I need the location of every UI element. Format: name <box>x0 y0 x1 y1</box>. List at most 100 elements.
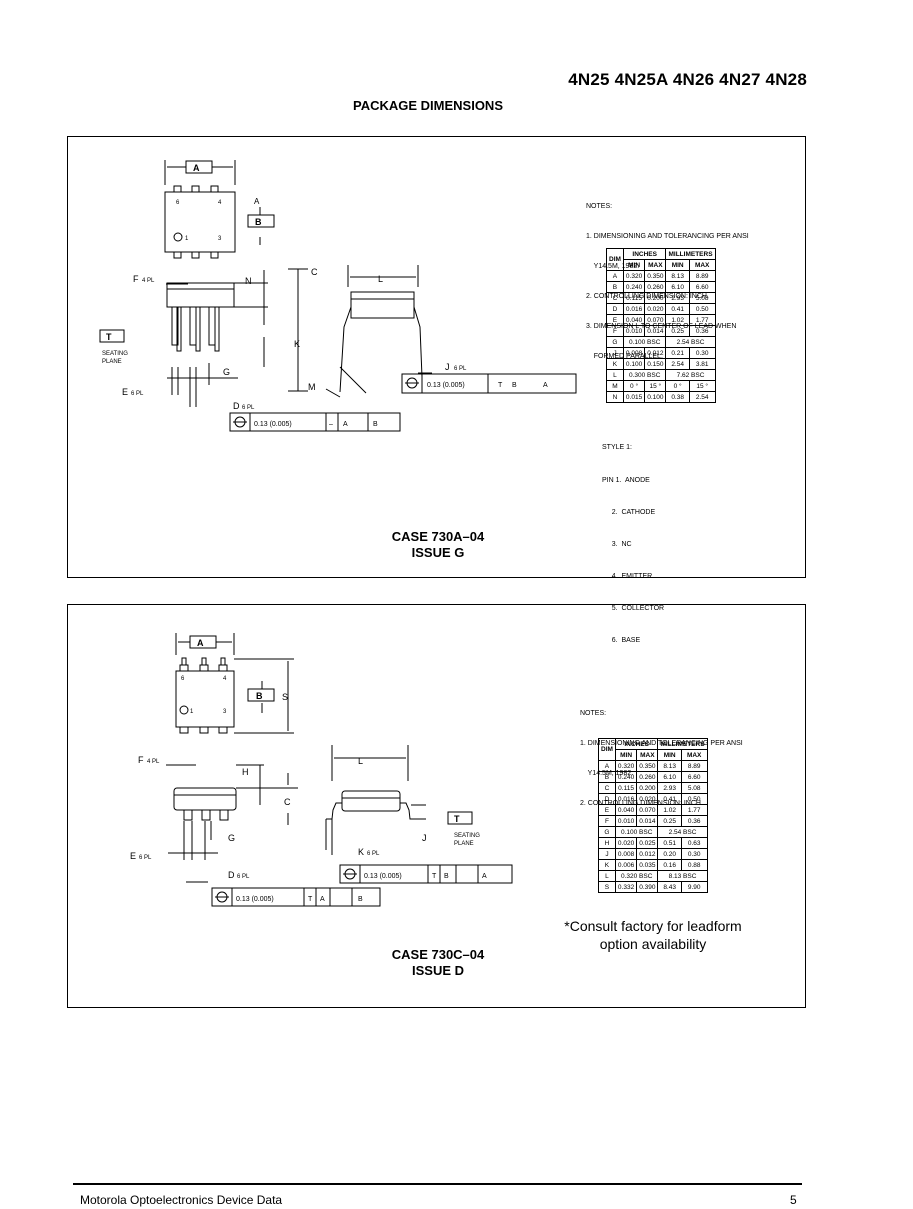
section-title: PACKAGE DIMENSIONS <box>353 98 503 113</box>
table-cell: J <box>598 848 616 860</box>
note-line: 1. DIMENSIONING AND TOLERANCING PER ANSI <box>586 233 749 240</box>
table-cell: 0.50 <box>680 793 708 805</box>
table-cell: 0.88 <box>680 859 708 871</box>
table-header-millimeters: MILLIMETERS <box>657 738 708 750</box>
table-cell: 0.012 <box>636 848 659 860</box>
table-cell: 1.77 <box>688 314 716 326</box>
pin-item: 6. BASE <box>602 637 641 645</box>
table-cell: 0.25 <box>665 325 690 337</box>
fcf-d-datum-b: B <box>373 421 378 428</box>
table-cell: 0.100 BSC <box>622 336 667 348</box>
seating-label-2: PLANE <box>102 359 122 365</box>
dim-f-count: 4 PL <box>142 278 155 284</box>
case-730c-dimension-table: DIM INCHES MILLIMETERS MIN MAX MIN MAX A… <box>598 738 708 893</box>
table-cell: M <box>606 380 624 392</box>
table-cell: 0.51 <box>657 837 682 849</box>
note-line: NOTES: <box>580 710 607 717</box>
dim-f-label: F <box>138 755 144 765</box>
dim-e-count: 6 PL <box>131 391 144 397</box>
table-cell: 0.100 <box>644 391 667 403</box>
table-cell: 0.010 <box>614 815 638 827</box>
table-header-max: MAX <box>680 749 708 761</box>
datum-b-label: B <box>255 217 262 227</box>
table-cell: E <box>598 804 616 816</box>
dim-f-count: 4 PL <box>147 759 160 765</box>
table-cell: 8.89 <box>688 270 716 282</box>
table-cell: 5.08 <box>680 782 708 794</box>
table-cell: 0.240 <box>614 771 638 783</box>
table-header-max: MAX <box>688 259 716 271</box>
table-cell: 7.62 BSC <box>665 369 716 381</box>
table-cell: 0.100 <box>622 358 646 370</box>
table-cell: 0.50 <box>688 303 716 315</box>
pin-3-label: 3 <box>218 236 222 242</box>
table-cell: L <box>598 870 616 882</box>
dim-g-label: G <box>223 367 230 377</box>
seating-label-1: SEATING <box>454 833 480 839</box>
table-cell: 0.30 <box>680 848 708 860</box>
case-number: CASE 730A–04 <box>391 529 485 544</box>
table-cell: 0.25 <box>657 815 682 827</box>
leadform-note: *Consult factory for leadform option ava… <box>538 917 768 953</box>
dim-e-count: 6 PL <box>139 855 152 861</box>
case-730a-panel: A B A T SEATING PLANE F 4 PL E 6 PL G D … <box>67 136 806 644</box>
dim-s-label: S <box>282 692 288 702</box>
fcf-k-datum-a: A <box>482 873 487 880</box>
table-cell: E <box>606 314 624 326</box>
table-cell: 0.014 <box>644 325 667 337</box>
dim-j-count: 6 PL <box>454 366 467 372</box>
table-cell: L <box>606 369 624 381</box>
table-cell: 0 ° <box>622 380 646 392</box>
table-cell: J <box>606 347 624 359</box>
table-cell: K <box>598 859 616 871</box>
table-cell: A <box>606 270 624 282</box>
style-title: STYLE 1: <box>602 444 632 452</box>
table-cell: C <box>598 782 616 794</box>
dim-d-count: 6 PL <box>242 405 255 411</box>
table-cell: S <box>598 881 616 893</box>
pin-6-label: 6 <box>181 676 185 682</box>
table-cell: 0.320 <box>622 270 646 282</box>
table-cell: 0.30 <box>688 347 716 359</box>
pin-4-label: 4 <box>218 200 222 206</box>
issue-label: ISSUE G <box>411 545 465 560</box>
table-cell: 0.240 <box>622 281 646 293</box>
dim-k-label: K <box>294 339 300 349</box>
table-cell: 1.02 <box>657 804 682 816</box>
dim-d-count: 6 PL <box>237 874 250 880</box>
table-cell: 8.13 <box>657 760 682 772</box>
table-cell: 0.36 <box>688 325 716 337</box>
table-cell: 0.41 <box>665 303 690 315</box>
dim-j-label: J <box>422 833 427 843</box>
table-cell: 0.300 BSC <box>622 369 667 381</box>
table-cell: 0.012 <box>644 347 667 359</box>
table-header-max: MAX <box>636 749 659 761</box>
pin-3-label: 3 <box>223 709 227 715</box>
datum-a-label: A <box>193 163 200 173</box>
table-cell: H <box>598 837 616 849</box>
table-cell: 0.070 <box>644 314 667 326</box>
dim-f-label: F <box>133 274 139 284</box>
table-cell: N <box>606 391 624 403</box>
dim-e-label: E <box>130 851 136 861</box>
case-730c-caption: CASE 730C–04 ISSUE D <box>358 947 518 979</box>
table-cell: 0.16 <box>657 859 682 871</box>
pin-item: PIN 1. ANODE <box>602 476 650 484</box>
case-number: CASE 730C–04 <box>391 947 485 962</box>
table-header-min: MIN <box>622 259 646 271</box>
table-cell: 0.200 <box>644 292 667 304</box>
table-cell: 0.350 <box>644 270 667 282</box>
table-cell: 0.020 <box>614 837 638 849</box>
table-cell: 0.150 <box>644 358 667 370</box>
table-header-min: MIN <box>614 749 638 761</box>
dim-c-label: C <box>284 797 291 807</box>
table-cell: 2.54 <box>665 358 690 370</box>
case-730a-caption: CASE 730A–04 ISSUE G <box>358 529 518 561</box>
fcf-d-dash: – <box>329 421 333 428</box>
table-header-dim: DIM <box>598 738 616 761</box>
